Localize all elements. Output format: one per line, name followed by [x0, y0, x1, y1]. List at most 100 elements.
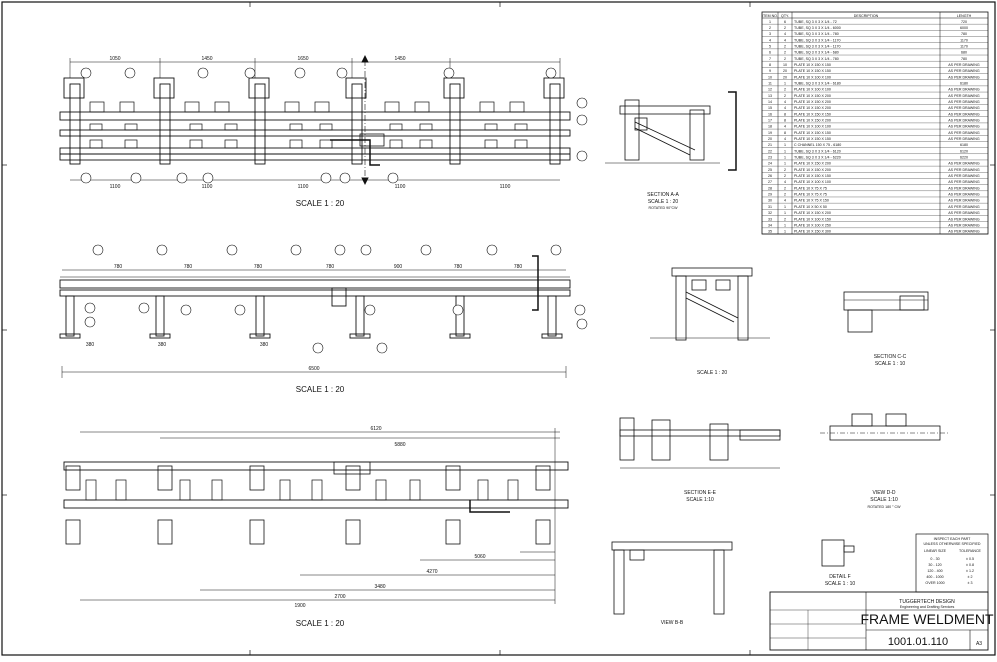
- bom-cell: 6: [784, 20, 786, 24]
- view-dd-scale: SCALE 1:10: [870, 497, 898, 503]
- bom-cell: PLATE 10 X 150 X 150: [794, 131, 831, 135]
- top-view-dims: 1050 1450 1650 1450 1100 1100 1100 1100 …: [109, 56, 510, 208]
- bom-cell: PLATE 10 X 150 X 200: [794, 162, 831, 166]
- tolerance-cell: 120 - 400: [927, 569, 942, 573]
- bom-cell: 27: [768, 180, 772, 184]
- tolerance-cell: 30 - 120: [928, 563, 941, 567]
- bom-cell: 35: [768, 230, 772, 234]
- bom-cell: 23: [768, 156, 772, 160]
- bom-cell: 8: [769, 63, 771, 67]
- tolerance-box: INSPECT EACH PART UNLESS OTHERWISE SPECI…: [915, 533, 989, 593]
- section-ee-labels: SECTION E-E SCALE 1:10: [684, 490, 717, 503]
- bom-cell: 10: [783, 63, 787, 67]
- bom-cell: PLATE 10 X 100 X 100: [794, 75, 831, 79]
- bom-cell: 6220: [960, 156, 968, 160]
- middle-view-dims: 780 780 780 780 900 780 780 380 380 380 …: [86, 264, 523, 394]
- dim-mid-5: 900: [394, 264, 403, 270]
- bom-cell: 2: [784, 94, 786, 98]
- sheet-size: A3: [976, 641, 982, 647]
- bom-cell: PLATE 10 X 150 X 150: [794, 174, 831, 178]
- detail-f-title: DETAIL F: [829, 574, 850, 580]
- bom-header-item: ITEM NO.: [762, 14, 778, 18]
- bom-cell: AS PER DRAWING: [948, 199, 980, 203]
- dim-top-2: 1450: [201, 56, 212, 62]
- middle-view-scale: SCALE 1 : 20: [296, 385, 345, 394]
- bom-cell: 4: [784, 199, 786, 203]
- bom-cell: PLATE 10 X 75 X 150: [794, 199, 829, 203]
- section-aa-note: ROTATED 90°CW: [648, 206, 678, 210]
- bom-cell: 29: [768, 193, 772, 197]
- dim-top-bottom-1: 1100: [110, 184, 121, 190]
- section-aa: [605, 91, 737, 171]
- bom-cell: PLATE 10 X 100 X 250: [794, 223, 831, 227]
- tolerance-cell: OVER 1000: [925, 581, 944, 585]
- bom-cell: 4: [769, 38, 771, 42]
- bom-cell: PLATE 10 X 150 X 200: [794, 100, 831, 104]
- bom-cell: 1: [784, 149, 786, 153]
- bom-cell: 17: [768, 119, 772, 123]
- section-bb-scale: SCALE 1 : 20: [697, 370, 728, 376]
- top-view-scale: SCALE 1 : 20: [296, 199, 345, 208]
- bom-cell: 22: [768, 149, 772, 153]
- dim-mid-overall: 6500: [308, 366, 319, 372]
- bom-cell: AS PER DRAWING: [948, 112, 980, 116]
- drawing-number: 1001.01.110: [888, 636, 948, 648]
- bom-cell: 16: [768, 112, 772, 116]
- tolerance-cell: ± 0.5: [966, 557, 974, 561]
- bom-cell: 1: [784, 211, 786, 215]
- bom-cell: AS PER DRAWING: [948, 168, 980, 172]
- bom-cell: 6: [769, 51, 771, 55]
- bom-cell: 1: [784, 223, 786, 227]
- detail-f: [821, 539, 855, 567]
- bom-cell: 4: [784, 180, 786, 184]
- section-bb: [650, 267, 770, 341]
- bom-cell: 4: [784, 38, 786, 42]
- tol-head-size: LINEAR SIZE: [924, 549, 947, 553]
- bom-cell: 2: [784, 57, 786, 61]
- bom-cell: AS PER DRAWING: [948, 230, 980, 234]
- bom-cell: 6000: [960, 26, 968, 30]
- section-aa-scale: SCALE 1 : 20: [648, 199, 679, 205]
- bom-cell: AS PER DRAWING: [948, 75, 980, 79]
- bom-cell: 720: [961, 20, 967, 24]
- bom-cell: 1: [784, 162, 786, 166]
- bom-cell: TUBE, SQ 3 X 3 X 1/4 - 780: [794, 57, 839, 61]
- bom-cell: 4: [784, 100, 786, 104]
- bom-cell: 3: [769, 32, 771, 36]
- title-block: TUGGERTECH DESIGN Engineering and Drafti…: [769, 591, 994, 651]
- section-aa-title: SECTION A-A: [647, 192, 679, 198]
- bom-cell: PLATE 10 X 150 X 150: [794, 137, 831, 141]
- bom-cell: PLATE 10 X 150 X 200: [794, 106, 831, 110]
- bom-cell: 680: [961, 51, 967, 55]
- dim-mid-small-3: 380: [260, 342, 269, 348]
- bom-cell: AS PER DRAWING: [948, 106, 980, 110]
- bom-cell: 8: [784, 112, 786, 116]
- middle-view: [59, 255, 571, 378]
- bom-cell: PLATE 10 X 150 X 200: [794, 94, 831, 98]
- detail-f-scale: SCALE 1 : 10: [825, 581, 856, 587]
- bom-cell: 6180: [960, 81, 968, 85]
- bom-cell: TUBE, SQ 3 X 3 X 1/4 - 6120: [794, 149, 841, 153]
- bom-cell: 33: [768, 217, 772, 221]
- bom-cell: AS PER DRAWING: [948, 119, 980, 123]
- dim-mid-small-1: 380: [86, 342, 95, 348]
- section-ee: [619, 417, 781, 469]
- bom-cell: 31: [768, 205, 772, 209]
- bom-cell: 1: [784, 81, 786, 85]
- dim-mid-4: 780: [326, 264, 335, 270]
- dim-mid-2: 780: [184, 264, 193, 270]
- view-dd: [820, 413, 950, 441]
- view-dd-labels: VIEW D-D SCALE 1:10 ROTATED 180 ° CW: [867, 490, 901, 509]
- bom-cell: PLATE 10 X 50 X 50: [794, 205, 827, 209]
- section-cc: [843, 291, 929, 333]
- bom-cell: PLATE 10 X 150 X 150: [794, 63, 831, 67]
- bom-cell: AS PER DRAWING: [948, 193, 980, 197]
- bom-cell: 780: [961, 57, 967, 61]
- view-dd-note: ROTATED 180 ° CW: [867, 505, 901, 509]
- dim-bottom-5: 3480: [374, 584, 385, 590]
- dim-top-4: 1450: [394, 56, 405, 62]
- section-ee-title: SECTION E-E: [684, 490, 717, 496]
